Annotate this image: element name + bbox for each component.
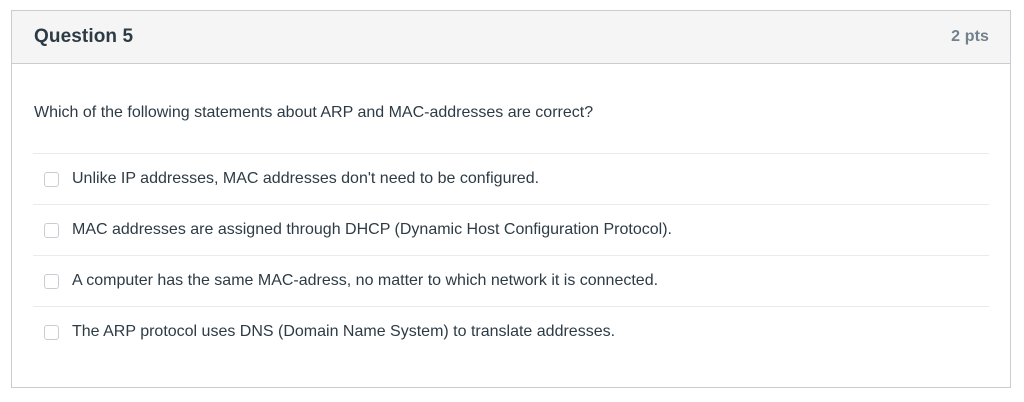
answer-label: MAC addresses are assigned through DHCP … <box>72 220 672 238</box>
answer-label: Unlike IP addresses, MAC addresses don't… <box>72 169 540 187</box>
question-body: Which of the following statements about … <box>12 64 1010 358</box>
question-header: Question 5 2 pts <box>12 11 1010 64</box>
answer-list: Unlike IP addresses, MAC addresses don't… <box>33 153 989 358</box>
answer-option-4[interactable]: The ARP protocol uses DNS (Domain Name S… <box>33 307 989 358</box>
answer-option-3[interactable]: A computer has the same MAC-adress, no m… <box>33 256 989 308</box>
answer-label: A computer has the same MAC-adress, no m… <box>72 271 659 289</box>
question-title: Question 5 <box>34 26 134 47</box>
checkbox-icon[interactable] <box>44 273 59 289</box>
answer-label: The ARP protocol uses DNS (Domain Name S… <box>72 323 616 341</box>
question-points-badge: 2 pts <box>951 28 989 45</box>
answer-option-1[interactable]: Unlike IP addresses, MAC addresses don't… <box>33 154 989 206</box>
checkbox-icon[interactable] <box>44 171 59 187</box>
question-prompt: Which of the following statements about … <box>34 104 594 121</box>
checkbox-icon[interactable] <box>44 222 59 238</box>
question-card: Question 5 2 pts Which of the following … <box>11 10 1011 388</box>
checkbox-icon[interactable] <box>44 325 59 341</box>
answer-option-2[interactable]: MAC addresses are assigned through DHCP … <box>33 205 989 257</box>
